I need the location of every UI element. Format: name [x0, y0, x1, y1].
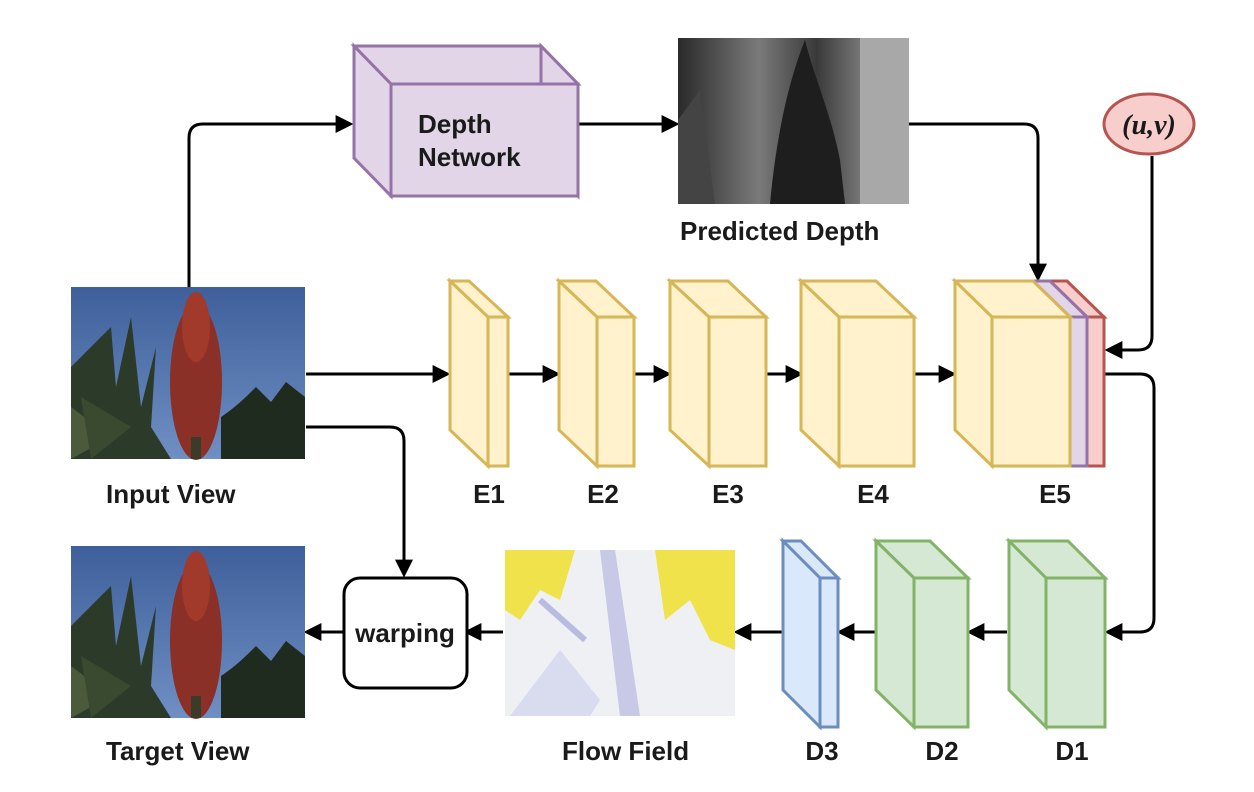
- e4-label: E4: [857, 479, 889, 509]
- encoder-e5-block: [951, 277, 1108, 470]
- e1-label: E1: [473, 479, 505, 509]
- encoder-e2-block: [555, 277, 638, 470]
- d2-label: D2: [925, 736, 958, 766]
- predicted-depth-image: [678, 38, 909, 204]
- warping-box: [342, 576, 469, 690]
- predicted-depth-label: Predicted Depth: [680, 216, 879, 246]
- warping-label: warping: [354, 618, 455, 648]
- arrow-uv-to-e5: [1104, 156, 1154, 359]
- target-view-label: Target View: [106, 736, 250, 766]
- encoder-e3-block: [666, 277, 770, 470]
- target-view-image: [71, 546, 305, 719]
- flow-field-label: Flow Field: [562, 736, 689, 766]
- depth-network-label-1: Depth: [418, 109, 492, 139]
- arrow-predicted-to-e5: [909, 122, 1047, 282]
- depth-network-label-2: Network: [418, 142, 521, 172]
- decoder-d3-block: [779, 537, 842, 731]
- encoder-e4-block: [797, 277, 918, 470]
- depth-network-box: [350, 42, 582, 200]
- flow-field-image: [505, 550, 735, 716]
- input-view-image: [71, 287, 305, 460]
- e3-label: E3: [712, 479, 744, 509]
- arrow-input-to-warping: [306, 425, 413, 578]
- arrow-input-to-depth: [187, 115, 354, 288]
- e2-label: E2: [587, 479, 619, 509]
- uv-label: (u,v): [1122, 110, 1176, 141]
- e5-label: E5: [1039, 479, 1071, 509]
- d3-label: D3: [805, 736, 838, 766]
- arrow-e5-to-d1: [1104, 372, 1156, 641]
- decoder-d2-block: [872, 537, 972, 731]
- d1-label: D1: [1055, 736, 1088, 766]
- uv-input-node: [1102, 92, 1196, 156]
- encoder-e1-block: [446, 277, 512, 470]
- input-view-label: Input View: [106, 479, 236, 509]
- decoder-d1-block: [1005, 537, 1109, 731]
